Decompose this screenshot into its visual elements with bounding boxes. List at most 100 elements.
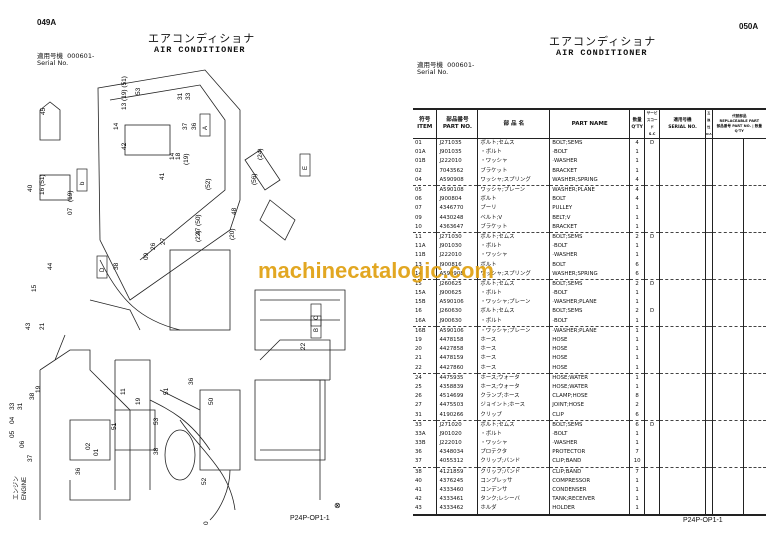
sc-cell	[644, 354, 660, 364]
replaceable-qty-cell	[743, 231, 766, 243]
right-title-jp: エアコンディショナ	[549, 35, 657, 48]
part-name-cell: ·WASHER	[549, 439, 630, 449]
interchange-cell	[704, 363, 713, 374]
qty-cell: 1	[629, 298, 645, 308]
replaceable-part-cell	[711, 354, 744, 364]
name-jp-cell: プロテクタ	[477, 448, 550, 458]
replaceable-part-cell	[711, 382, 744, 393]
serial-cell	[659, 354, 706, 364]
view-marker-A: A	[199, 113, 211, 137]
name-jp-cell: ・ボルト	[477, 316, 550, 327]
interchange-cell	[704, 148, 713, 158]
left-serial: 適用号機 000601- Serial No.	[37, 53, 94, 67]
sc-cell	[644, 392, 660, 402]
replaceable-part-cell	[711, 401, 744, 411]
sc-cell	[644, 242, 660, 252]
replaceable-qty-cell	[743, 419, 766, 430]
item-cell: 01	[415, 140, 422, 147]
replaceable-qty-cell	[743, 372, 766, 383]
serial-cell	[659, 504, 706, 516]
part-name-cell: HOSE	[549, 354, 630, 364]
serial-cell	[659, 298, 706, 308]
part-name-cell: WASHER;PLANE	[549, 184, 630, 196]
callout-label: (19)	[67, 190, 74, 202]
replaceable-qty-cell	[743, 354, 766, 364]
name-jp-cell: クリップ;バンド	[477, 466, 550, 477]
part-no-cell: 4478159	[436, 354, 478, 364]
part-name-cell: HOSE	[549, 363, 630, 374]
replaceable-qty-cell	[743, 476, 766, 486]
item-cell: 11	[413, 231, 437, 243]
serial-label-en: Serial No.	[417, 68, 449, 76]
sc-cell	[644, 476, 660, 486]
interchange-cell	[704, 204, 713, 214]
serial-label-en: Serial No.	[37, 59, 69, 67]
item-cell: 11B	[415, 252, 426, 259]
replaceable-qty-cell	[743, 495, 766, 505]
qty-cell: 8	[629, 392, 645, 402]
qty-cell: 1	[629, 325, 645, 336]
sc-cell	[644, 429, 660, 439]
interchange-cell	[704, 251, 713, 261]
qty-cell: 1	[629, 354, 645, 364]
name-jp-cell: ワッシャ;スプリング	[477, 175, 550, 186]
qty-cell: 1	[629, 372, 645, 383]
part-name-cell: TANK;RECEIVER	[549, 495, 630, 505]
interchange-cell	[704, 354, 713, 364]
interchange-cell	[704, 231, 713, 243]
serial-cell	[659, 175, 706, 186]
qty-cell: 1	[629, 157, 645, 167]
sc-cell	[644, 260, 660, 270]
serial-cell	[659, 466, 706, 477]
replaceable-part-cell	[711, 278, 744, 289]
replaceable-qty-cell	[743, 298, 766, 308]
interchange-cell	[704, 278, 713, 289]
replaceable-qty-cell	[743, 289, 766, 299]
part-name-cell: CLIP	[549, 410, 630, 421]
callout-label: 44	[47, 262, 54, 270]
callout-label: 22	[300, 342, 307, 350]
qty-cell: 1	[629, 251, 645, 261]
interchange-cell	[704, 448, 713, 458]
replaceable-qty-cell	[743, 363, 766, 374]
qty-cell: 1	[629, 363, 645, 374]
name-jp-cell: ワッシャ;スプリング	[477, 269, 550, 280]
callout-label: 01	[93, 448, 100, 456]
item-cell: 02	[415, 167, 422, 174]
name-jp-cell: ホース;ウォータ	[477, 382, 550, 393]
part-name-cell: ·WASHER;PLANE	[549, 298, 630, 308]
part-name-cell: BOLT;SEMS	[549, 278, 630, 289]
replaceable-qty-cell	[743, 222, 766, 233]
header-part-name: PART NAME	[549, 109, 630, 139]
part-name-cell: BOLT	[549, 195, 630, 205]
part-no-cell: A590908	[436, 175, 478, 186]
hose-long	[149, 399, 236, 511]
item-cell: 33	[413, 419, 437, 430]
part-no-cell: J222010	[436, 439, 478, 449]
name-jp-cell: ホース	[477, 345, 550, 355]
replaceable-qty-cell	[743, 401, 766, 411]
replaceable-qty-cell	[743, 184, 766, 196]
serial-cell	[659, 345, 706, 355]
replaceable-part-cell	[711, 325, 744, 336]
interchange-cell	[704, 382, 713, 393]
replaceable-part-cell	[711, 410, 744, 421]
interchange-cell	[704, 298, 713, 308]
callout-label: 33	[185, 92, 192, 100]
part-no-cell: J900630	[436, 316, 478, 327]
sc-cell	[644, 382, 660, 393]
cab-frame	[97, 69, 241, 301]
callout-label: 05	[9, 430, 16, 438]
